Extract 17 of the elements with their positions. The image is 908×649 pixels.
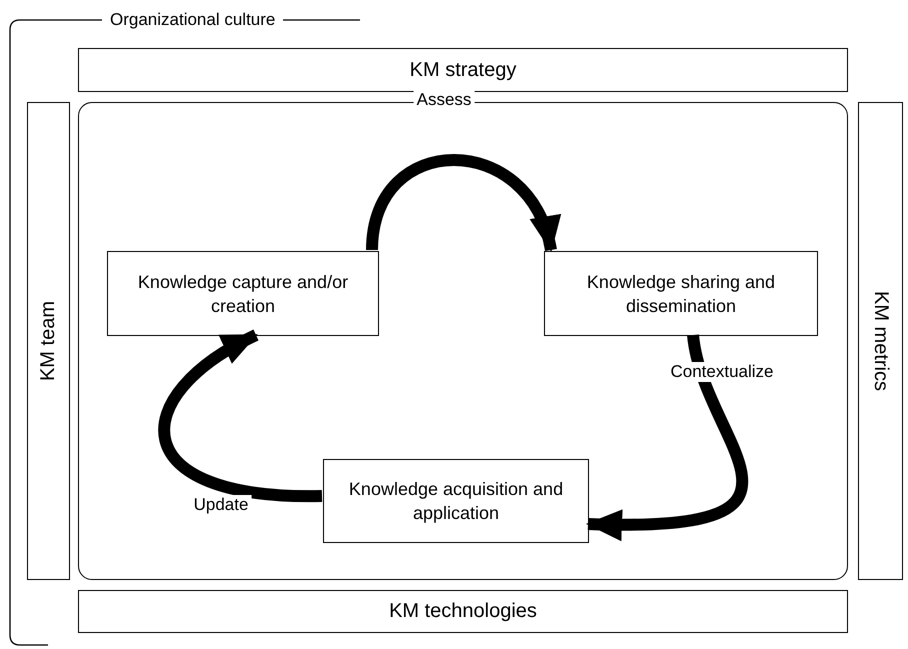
vertical-bar-text: KM team <box>37 300 60 382</box>
frame-title: Organizational culture <box>102 10 284 30</box>
bar-text: KM technologies <box>389 600 537 623</box>
process-box <box>323 459 589 543</box>
label-bar <box>27 102 70 580</box>
process-box <box>544 251 818 336</box>
box-text: Knowledge capture and/or creation <box>136 270 350 318</box>
label-bar <box>858 102 903 580</box>
curved-arrow <box>586 334 748 540</box>
curved-arrow <box>158 330 322 502</box>
label-bar <box>78 590 848 633</box>
bar-text: KM strategy <box>410 58 516 82</box>
process-box <box>107 251 379 336</box>
label-bar <box>78 48 848 92</box>
vertical-bar-text: KM metrics <box>869 291 892 391</box>
box-text: Knowledge sharing and dissemination <box>586 270 776 318</box>
box-text: Knowledge acquisition and application <box>348 478 564 525</box>
